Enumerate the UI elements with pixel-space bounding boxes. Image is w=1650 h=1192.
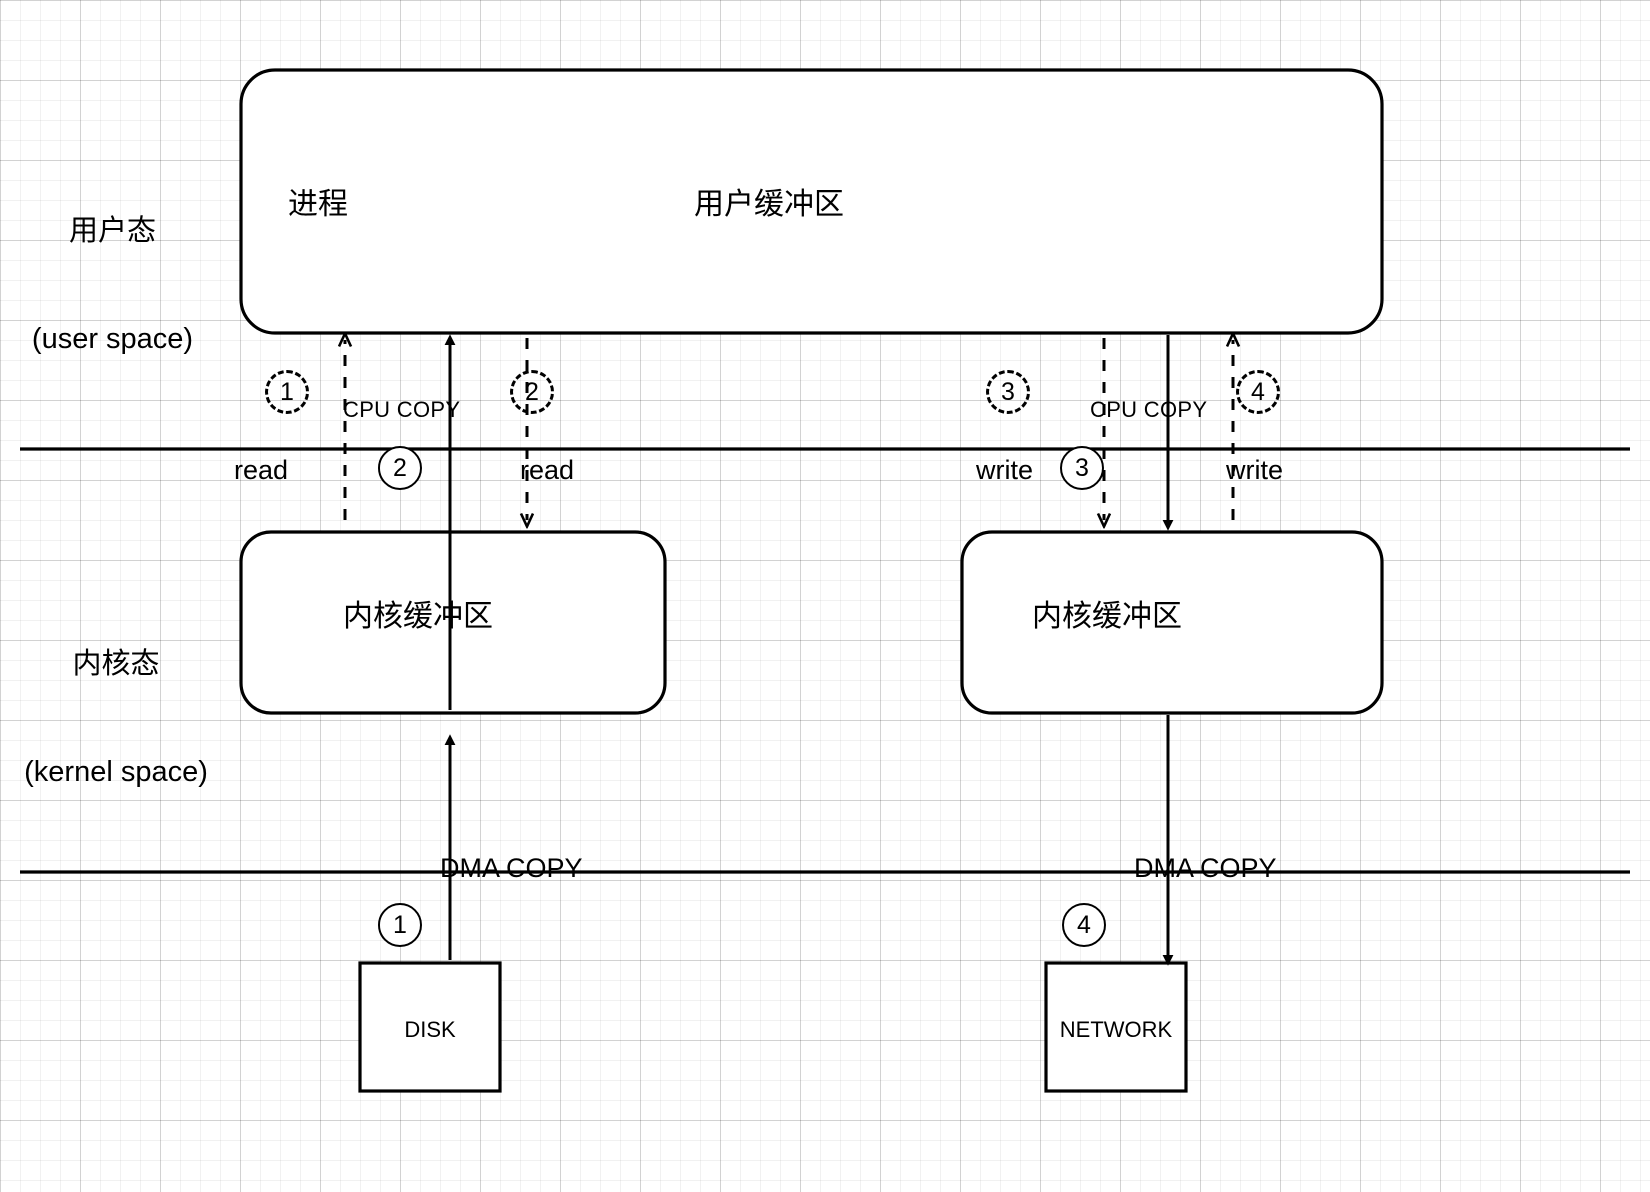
- layer-label-kernel-space: 内核态 (kernel space): [0, 573, 232, 863]
- edge-label-read-right: read: [520, 455, 575, 485]
- step-badge-cpu-copy-right: 3: [1060, 446, 1104, 490]
- layer-label-user-space-en: (user space): [31, 323, 194, 356]
- step-badge-dma-copy-right: 4: [1062, 903, 1106, 947]
- network-box: [1044, 961, 1188, 1093]
- disk-label: DISK: [404, 1017, 456, 1042]
- layer-label-kernel-space-zh: 内核态: [72, 647, 160, 680]
- edge-label-cpu-copy-left: CPU COPY: [343, 397, 461, 422]
- edge-label-dma-copy-right: DMA COPY: [1134, 853, 1277, 883]
- edge-label-read-left: read: [234, 455, 289, 485]
- edge-label-write-left: write: [976, 455, 1034, 485]
- kernel-buffer-left-box: [239, 530, 667, 715]
- step-badge-cpu-copy-left: 2: [378, 446, 422, 490]
- kernel-buffer-right-box: [960, 530, 1384, 715]
- user-space-box: [239, 68, 1384, 335]
- step-badge-dashed-4: 4: [1236, 370, 1280, 414]
- layer-label-user-space-zh: 用户态: [68, 214, 156, 247]
- edge-label-cpu-copy-right: CPU COPY: [1090, 397, 1208, 422]
- step-badge-dashed-3: 3: [986, 370, 1030, 414]
- disk-box: [358, 961, 502, 1093]
- network-label: NETWORK: [1059, 1017, 1173, 1042]
- user-space-buffer-label: 用户缓冲区: [694, 188, 844, 221]
- edge-label-write-right: write: [1226, 455, 1284, 485]
- layer-label-kernel-space-en: (kernel space): [24, 756, 208, 789]
- user-space-process-label: 进程: [288, 188, 348, 221]
- step-badge-dma-copy-left: 1: [378, 903, 422, 947]
- layer-label-user-space: 用户态 (user space): [0, 140, 225, 430]
- kernel-buffer-right-label: 内核缓冲区: [1032, 600, 1182, 633]
- edge-label-dma-copy-left: DMA COPY: [440, 853, 583, 883]
- step-badge-dashed-1: 1: [265, 370, 309, 414]
- step-badge-dashed-2: 2: [510, 370, 554, 414]
- kernel-buffer-left-label: 内核缓冲区: [343, 600, 493, 633]
